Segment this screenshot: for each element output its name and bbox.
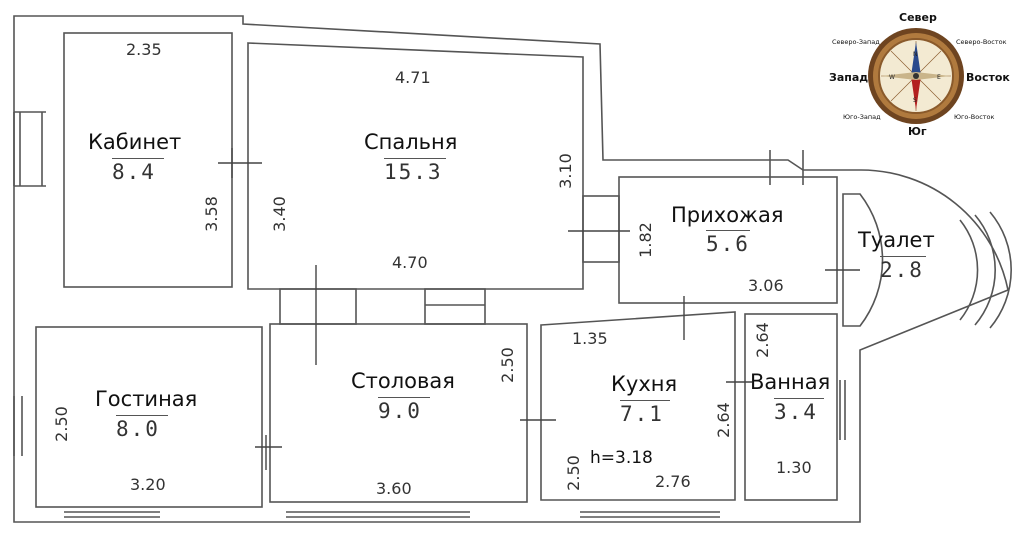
- window-top-hall: [769, 150, 804, 185]
- dim-spalnya-bottom: 4.70: [392, 253, 428, 272]
- dim-kabinet-side: 3.58: [201, 196, 221, 232]
- dim-gostinaya-bottom: 3.20: [130, 475, 166, 494]
- compass-southeast-label: Юго-Восток: [954, 113, 995, 121]
- compass-south-label: Юг: [908, 125, 927, 138]
- room-outline-vannaya: [744, 313, 838, 501]
- room-name-tualet: Туалет: [858, 228, 935, 252]
- room-name-prikhozhaya: Прихожая: [671, 203, 784, 227]
- room-outline-kukhnya: [540, 311, 736, 501]
- room-name-vannaya: Ванная: [750, 370, 831, 394]
- compass-icon: N S W E: [868, 28, 964, 124]
- room-name-gostinaya: Гостиная: [95, 387, 198, 411]
- tualet-window: [959, 219, 979, 321]
- room-area-kukhnya: 7.1: [620, 402, 664, 426]
- dim-prikhozhaya-side: 1.82: [635, 222, 655, 258]
- room-outline-spalnya: [247, 42, 584, 290]
- room-name-stolovaya: Столовая: [351, 369, 455, 393]
- dim-gostinaya-side: 2.50: [51, 406, 71, 442]
- dim-kukhnya-side-right: 2.64: [713, 402, 733, 438]
- compass-rose: Север Северо-Запад Северо-Восток Запад В…: [826, 8, 1022, 140]
- rose-s: S: [913, 97, 917, 104]
- window-gostinaya-left: [13, 396, 23, 456]
- room-outline-stolovaya: [269, 323, 528, 503]
- rose-n: N: [913, 51, 918, 58]
- dim-kabinet-top: 2.35: [126, 40, 162, 59]
- dim-vannaya-bottom: 1.30: [776, 458, 812, 477]
- compass-east-label: Восток: [966, 71, 1010, 84]
- outer-wall: [13, 15, 1009, 523]
- compass-north-label: Север: [899, 11, 937, 24]
- dim-spalnya-side-right: 3.10: [555, 153, 575, 189]
- ceiling-height: h=3.18: [590, 448, 653, 468]
- window-left: [13, 111, 46, 187]
- dim-spalnya-side-left: 3.40: [269, 196, 289, 232]
- compass-northwest-label: Северо-Запад: [832, 38, 880, 46]
- room-area-kabinet: 8.4: [112, 160, 156, 184]
- room-area-vannaya: 3.4: [774, 400, 818, 424]
- compass-southwest-label: Юго-Запад: [843, 113, 881, 121]
- room-area-gostinaya: 8.0: [116, 417, 160, 441]
- needle-north: [911, 42, 921, 76]
- room-name-spalnya: Спальня: [364, 130, 458, 154]
- dim-prikhozhaya-bottom: 3.06: [748, 276, 784, 295]
- rose-e: E: [937, 74, 941, 81]
- dim-kukhnya-top: 1.35: [572, 329, 608, 348]
- room-outline-tualet: [842, 193, 884, 327]
- window-bottom-3: [580, 511, 720, 518]
- room-area-stolovaya: 9.0: [378, 399, 422, 423]
- dim-kukhnya-bottom: 2.76: [655, 472, 691, 491]
- compass-northeast-label: Северо-Восток: [956, 38, 1007, 46]
- dim-kukhnya-side-left: 2.50: [563, 455, 583, 491]
- opening-bedroom-dining: [279, 288, 357, 325]
- rose-w: W: [889, 74, 895, 81]
- room-name-kabinet: Кабинет: [88, 130, 182, 154]
- window-bottom-1: [64, 511, 160, 518]
- room-name-kukhnya: Кухня: [611, 372, 678, 396]
- dim-stolovaya-bottom: 3.60: [376, 479, 412, 498]
- dim-spalnya-top: 4.71: [395, 68, 431, 87]
- passage-bedroom-hall: [582, 195, 620, 263]
- needle-south: [911, 76, 921, 110]
- dim-stolovaya-side: 2.50: [497, 347, 517, 383]
- opening-bedroom-closet: [424, 288, 486, 325]
- window-bottom-2: [286, 511, 470, 518]
- compass-west-label: Запад: [829, 71, 869, 84]
- room-area-prikhozhaya: 5.6: [706, 232, 750, 256]
- dim-vannaya-side: 2.64: [752, 322, 772, 358]
- room-area-tualet: 2.8: [880, 258, 924, 282]
- room-outline-gostinaya: [35, 326, 263, 508]
- room-area-spalnya: 15.3: [384, 160, 443, 184]
